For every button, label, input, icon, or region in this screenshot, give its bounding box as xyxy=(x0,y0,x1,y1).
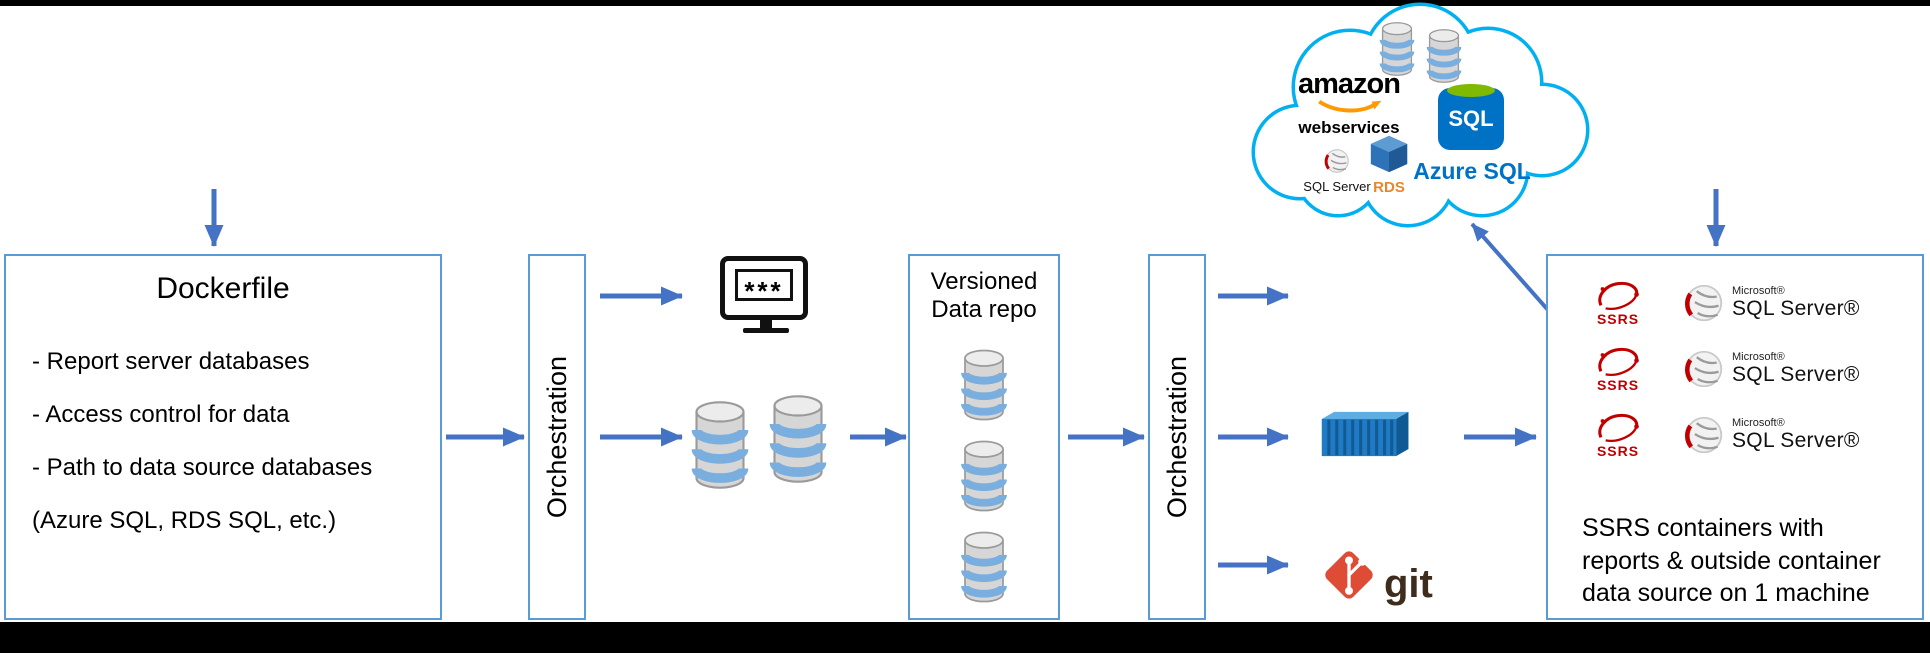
arrow-dockerfile-to-orchestration xyxy=(446,427,526,447)
versioned-repo-title: Versioned Data repo xyxy=(930,268,1038,324)
monitor-base xyxy=(743,328,789,333)
database-icon xyxy=(1379,22,1415,76)
shipping-container-icon xyxy=(1321,411,1409,457)
ssrs-caption-line: reports & outside container xyxy=(1582,546,1881,575)
arrow-orchestration2-to-git xyxy=(1218,555,1290,575)
database-icon xyxy=(691,401,749,489)
azure-sql-label: Azure SQL xyxy=(1413,158,1531,184)
ssrs-label: SSRS xyxy=(1596,443,1640,459)
ssrs-sqlserver-row: SSRS Microsoft® SQL Server® xyxy=(1586,336,1922,402)
ssrs-logo: SSRS xyxy=(1586,279,1650,327)
orchestration-box-2: Orchestration xyxy=(1148,254,1206,620)
sql-server-label: SQL Server® xyxy=(1732,428,1860,452)
ssrs-caption-line: SSRS containers with xyxy=(1582,514,1824,542)
password-stars-text: *** xyxy=(744,276,784,306)
versioned-repo-databases xyxy=(910,347,1058,605)
password-monitor-icon: *** xyxy=(720,256,812,333)
monitor-inner-frame: *** xyxy=(735,269,793,306)
monitor-screen: *** xyxy=(720,256,808,320)
rds-logo: RDS xyxy=(1366,134,1412,195)
dockerfile-box: Dockerfile - Report server databases - A… xyxy=(4,254,442,620)
sql-server-swirl-icon xyxy=(1685,284,1723,322)
ssrs-swoosh-icon xyxy=(1598,281,1639,310)
azure-sql-badge-text: SQL xyxy=(1448,106,1494,131)
database-icon xyxy=(769,395,827,483)
database-icon xyxy=(961,531,1007,603)
azure-sql-lid xyxy=(1447,84,1495,97)
azure-sql-badge: SQL xyxy=(1438,84,1504,150)
ssrs-swoosh-icon xyxy=(1598,347,1639,376)
aws-amazon-text: amazon xyxy=(1298,68,1401,100)
sql-server-swirl-icon xyxy=(1685,416,1723,454)
rds-label: RDS xyxy=(1373,179,1405,196)
ssrs-swoosh-icon xyxy=(1598,413,1639,442)
aws-smile-icon xyxy=(1318,99,1382,113)
sql-server-label: SQL Server® xyxy=(1732,362,1860,386)
ssrs-logo: SSRS xyxy=(1586,411,1650,459)
arrow-databases-to-repo xyxy=(850,427,908,447)
orchestration-box-1: Orchestration xyxy=(528,254,586,620)
microsoft-label: Microsoft® xyxy=(1732,285,1785,298)
aws-logo: amazon webservices xyxy=(1282,68,1416,137)
ssrs-containers-box: SSRS Microsoft® SQL Server® xyxy=(1546,254,1924,620)
sql-server-cloud-logo: SQL Server xyxy=(1294,148,1380,193)
arrow-orchestration2-to-container xyxy=(1218,427,1290,447)
dockerfile-item: - Report server databases xyxy=(32,348,310,375)
down-arrow-into-dockerfile xyxy=(204,189,224,248)
monitor-stand xyxy=(760,320,772,328)
dockerfile-item: - Path to data source databases xyxy=(32,454,373,481)
aws-webservices-text: webservices xyxy=(1298,118,1400,137)
sql-server-wordmark: Microsoft® SQL Server® xyxy=(1732,286,1860,320)
sql-server-cloud-text: SQL Server xyxy=(1303,179,1371,194)
ssrs-sqlserver-row: SSRS Microsoft® SQL Server® xyxy=(1586,270,1922,336)
bottom-black-bar xyxy=(0,622,1930,653)
dockerfile-title: Dockerfile xyxy=(156,272,290,305)
arrow-orchestration-to-password xyxy=(600,286,684,306)
ssrs-logo: SSRS xyxy=(1586,345,1650,393)
ssrs-sqlserver-row: SSRS Microsoft® SQL Server® xyxy=(1586,402,1922,468)
ssrs-label: SSRS xyxy=(1596,311,1640,327)
microsoft-label: Microsoft® xyxy=(1732,417,1785,430)
rds-cube-icon xyxy=(1370,135,1408,173)
orchestration-label-1: Orchestration xyxy=(541,355,572,519)
dockerfile-items: - Report server databases - Access contr… xyxy=(6,348,440,535)
ssrs-caption: SSRS containers with reports & outside c… xyxy=(1582,512,1912,610)
sql-server-logo: Microsoft® SQL Server® xyxy=(1684,349,1860,389)
sql-server-swirl-icon xyxy=(1324,149,1349,173)
top-black-bar xyxy=(0,0,1930,6)
database-icon xyxy=(961,440,1007,512)
git-diamond-icon xyxy=(1325,551,1373,599)
sql-server-wordmark: Microsoft® SQL Server® xyxy=(1732,418,1860,452)
versioned-data-repo-box: Versioned Data repo xyxy=(908,254,1060,620)
git-logo: git xyxy=(1316,536,1438,608)
down-arrow-into-ssrs-box xyxy=(1706,189,1726,248)
arrow-orchestration2-top xyxy=(1218,286,1290,306)
dockerfile-item: (Azure SQL, RDS SQL, etc.) xyxy=(32,507,337,534)
database-pair-icon xyxy=(682,390,842,494)
sql-server-wordmark: Microsoft® SQL Server® xyxy=(1732,352,1860,386)
ssrs-label: SSRS xyxy=(1596,377,1640,393)
microsoft-label: Microsoft® xyxy=(1732,351,1785,364)
sql-server-label: SQL Server® xyxy=(1732,296,1860,320)
sql-server-logo: Microsoft® SQL Server® xyxy=(1684,415,1860,455)
git-label: git xyxy=(1384,562,1433,606)
arrow-container-to-ssrs-box xyxy=(1464,427,1538,447)
database-icon xyxy=(1426,29,1462,83)
database-icon xyxy=(961,349,1007,421)
arrow-orchestration-to-databases xyxy=(600,427,684,447)
dockerfile-item: - Access control for data xyxy=(32,401,290,428)
ssrs-caption-line: data source on 1 machine xyxy=(1582,579,1870,607)
sql-server-logo: Microsoft® SQL Server® xyxy=(1684,283,1860,323)
arrow-repo-to-orchestration2 xyxy=(1068,427,1146,447)
sql-server-swirl-icon xyxy=(1685,350,1723,388)
orchestration-label-2: Orchestration xyxy=(1161,355,1192,519)
ssrs-rows: SSRS Microsoft® SQL Server® xyxy=(1586,270,1922,468)
